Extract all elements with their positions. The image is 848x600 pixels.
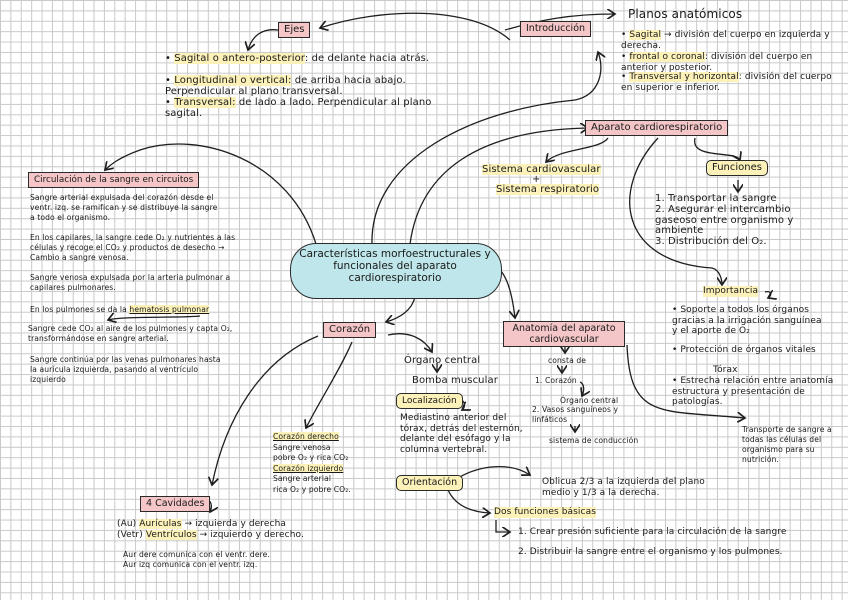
introduccion-box: Introducción: [520, 21, 592, 37]
cavidades-box: 4 Cavidades: [140, 496, 211, 512]
organo-central: Órgano central: [404, 355, 481, 366]
localizacion-box: Localización: [396, 393, 463, 409]
aparato-box: Aparato cardiorespiratorio: [585, 120, 729, 136]
circulacion-p4: En los pulmones se da la hematosis pulmo…: [30, 305, 260, 315]
planos-item-transversal: • Transversal y horizontal: división del…: [621, 72, 832, 93]
central-topic-cloud: [290, 243, 502, 299]
corazon-izquierdo-title: Corazón izquierdo: [273, 463, 344, 473]
planos-term: Sagital: [629, 30, 662, 40]
localizacion-text: Mediastino anterior del tórax, detrás de…: [400, 413, 523, 455]
planos-term: Transversal y horizontal: [629, 72, 739, 82]
importancia-title: Importancia: [703, 286, 759, 297]
planos-desc: → división del cuerpo en izquierda y der…: [621, 30, 830, 51]
ejes-desc: de lado a lado. Perpendicular al plano s…: [165, 97, 432, 119]
importancia-item-2: • Protección de órganos vitales: [672, 345, 816, 355]
ejes-term: Sagital o antero-posterior: [174, 53, 305, 64]
funciones-box: Funciones: [706, 160, 768, 176]
torax-label: Tórax: [713, 365, 738, 375]
sistema-plus: +: [532, 174, 541, 185]
funciones-item-1: 1. Transportar la sangre: [655, 193, 777, 204]
ejes-item-sagital: • Sagital o antero-posterior: de delante…: [165, 53, 430, 64]
ejes-box: Ejes: [278, 22, 311, 38]
sistema-cardiovascular: Sistema cardiovascular: [482, 164, 601, 175]
anatomia-consta: consta de: [548, 356, 587, 365]
ejes-desc: de arriba hacia abajo. Perpendicular al …: [165, 75, 406, 97]
cavidades-comunica: Aur dere comunica con el ventr. dere. Au…: [123, 550, 270, 569]
circulacion-p2: En los capilares, la sangre cede O₂ y nu…: [30, 233, 236, 262]
orientacion-box: Orientación: [396, 475, 464, 491]
planos-title: Planos anatómicos: [628, 7, 743, 21]
planos-desc: : división del cuerpo en anterior y post…: [621, 52, 813, 73]
ejes-item-longitudinal: • Longitudinal o vertical: de arriba hac…: [165, 75, 406, 97]
anatomia-sistema: sistema de conducción: [549, 436, 639, 445]
cavidades-item-ventriculos: (Vetr) Ventrículos → izquierdo y derecho…: [117, 530, 337, 541]
cavidades-item-auriculas: (Au) Aurículas → izquierda y derecha: [117, 519, 337, 530]
corazon-box: Corazón: [323, 322, 377, 338]
corazon-derecho: Corazón derecho Sangre venosa pobre O₂ y…: [273, 432, 383, 495]
corazon-izquierdo-desc: Sangre arterial rica O₂ y pobre CO₂.: [273, 474, 351, 494]
cavidades-prefix: (Vetr): [117, 530, 146, 540]
transporte-text: Transporte de sangre a todas las células…: [742, 425, 832, 464]
circulacion-p1: Sangre arterial expulsada del corazón de…: [30, 193, 218, 222]
bomba-muscular: Bomba muscular: [412, 375, 498, 386]
circulacion-p3: Sangre venosa expulsada por la arteria p…: [30, 273, 231, 292]
ejes-term: Transversal:: [174, 97, 236, 108]
planos-desc: : división del cuerpo en superior e infe…: [621, 72, 832, 93]
cavidades-prefix: (Au): [117, 519, 140, 529]
corazon-derecho-desc: Sangre venosa pobre O₂ y rica CO₂: [273, 442, 349, 463]
planos-item-sagital: • Sagital → división del cuerpo en izqui…: [621, 30, 830, 51]
importancia-item-3: • Estrecha relación entre anatomía estru…: [672, 376, 834, 407]
ejes-desc: : de delante hacia atrás.: [304, 53, 430, 64]
circulacion-box: Circulación de la sangre en circuitos: [28, 172, 200, 188]
importancia-item-1: • Soporte a todos los órganos gracias a …: [672, 305, 822, 336]
dos-funciones-item-2: 2. Distribuir la sangre entre el organis…: [518, 547, 783, 557]
circulacion-p5: Sangre cede CO₂ al aire de los pulmones …: [28, 324, 233, 343]
planos-term: frontal o coronal: [629, 52, 705, 62]
anatomia-organo-central: Órgano central: [560, 396, 619, 405]
ejes-item-transversal: • Transversal: de lado a lado. Perpendic…: [165, 97, 432, 119]
dos-funciones-item-1: 1. Crear presión suficiente para la circ…: [518, 527, 787, 537]
funciones-item-3: 3. Distribución del O₂.: [655, 236, 767, 247]
hematosis-prefix: En los pulmones se da la: [30, 305, 130, 314]
funciones-item-2: 2. Asegurar el intercambio gaseoso entre…: [655, 204, 794, 236]
central-topic-title: Características morfoestructurales y fun…: [299, 248, 491, 284]
ejes-term: Longitudinal o vertical:: [174, 75, 292, 86]
cavidades-term: Ventrículos: [145, 530, 197, 540]
anatomia-box: Anatomía del aparato cardiovascular: [503, 321, 625, 347]
sistema-respiratorio: Sistema respiratorio: [496, 184, 600, 195]
corazon-derecho-title: Corazón derecho: [273, 432, 339, 441]
cavidades-desc: → izquierdo y derecho.: [196, 530, 304, 540]
orientacion-text: Oblicua 2/3 a la izquierda del plano med…: [542, 477, 705, 498]
cavidades-desc: → izquierda y derecha: [181, 519, 286, 529]
circulacion-p6: Sangre continúa por las venas pulmonares…: [30, 355, 221, 384]
planos-item-frontal: • frontal o coronal: división del cuerpo…: [621, 52, 813, 73]
hematosis-term: hematosis pulmonar: [129, 305, 210, 314]
anatomia-item-2: 2. Vasos sanguíneos y linfáticos: [532, 405, 619, 424]
anatomia-item-1: 1. Corazón: [535, 376, 577, 385]
dos-funciones-title: Dos funciones básicas: [494, 507, 596, 518]
cavidades-term: Aurículas: [139, 519, 182, 529]
